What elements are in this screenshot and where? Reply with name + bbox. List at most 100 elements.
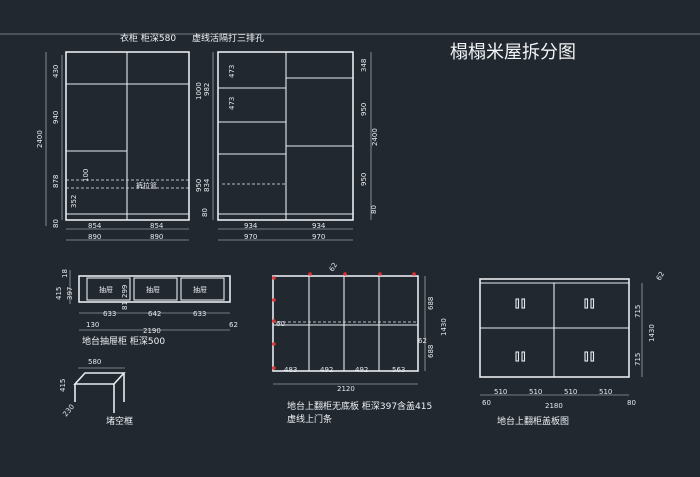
marker — [272, 319, 276, 323]
cabinet2-height-5: 950 — [195, 179, 203, 192]
handle-3 — [584, 298, 589, 309]
drawer-label-1: 抽屉 — [99, 285, 113, 294]
flip-lid-width-3: 510 — [564, 388, 577, 396]
drawer-unit-dim-top: 18 — [61, 269, 69, 278]
frame-width: 580 — [88, 358, 101, 366]
drawer-2 — [133, 277, 178, 301]
drawer-unit-dim-299: 299 — [121, 285, 129, 298]
wardrobe-inner-top: 100 — [82, 169, 90, 182]
wardrobe-caption: 衣柜 柜深580 — [120, 32, 176, 44]
marker — [272, 276, 276, 280]
handle-8 — [590, 351, 595, 362]
wardrobe-height-5: 80 — [52, 219, 60, 228]
cabinet2-drawing: 473 473 1000 982 950 834 80 348 950 950 … — [195, 51, 379, 241]
cabinet2-height-3: 1000 — [195, 82, 203, 100]
flip-lid-drawing: 62 715 1430 715 510 510 510 510 60 80 21… — [479, 270, 666, 427]
drawer-unit-outline — [78, 275, 231, 303]
cabinet2-height-4: 982 — [203, 83, 211, 96]
marker — [272, 342, 276, 346]
frame-drawing: 580 415 230 堵空框 — [59, 358, 133, 427]
marker — [378, 272, 382, 276]
flip-cabinet-mid-dim: 60 — [276, 320, 285, 328]
drawer-width-1: 633 — [103, 310, 116, 318]
drawing-title: 榻榻米屋拆分图 — [450, 42, 576, 63]
cabinet2-right-height-4: 80 — [370, 205, 378, 214]
cabinet2-width-1: 934 — [244, 222, 258, 230]
cabinet2-right-height-2: 950 — [360, 103, 368, 116]
flip-cabinet-width-2: 492 — [320, 366, 333, 374]
flip-cabinet-right-dim-4: 688 — [427, 345, 435, 358]
drawer-unit-drawing: 抽屉 抽屉 抽屉 18 415 397 299 81 633 642 633 1… — [55, 269, 238, 347]
wardrobe-drawing: 衣柜 柜深580 虚线活隔打三排孔 430 940 878 352 80 240… — [36, 32, 264, 241]
wardrobe-height-1: 430 — [52, 65, 60, 78]
wardrobe-width-3: 890 — [88, 233, 101, 241]
wardrobe-drawer-label: 裤拉篮 — [136, 181, 157, 190]
cabinet2-width-3: 970 — [244, 233, 257, 241]
frame-height: 415 — [59, 379, 67, 392]
flip-lid-top-dim: 62 — [655, 270, 666, 282]
flip-lid-total-width: 2180 — [545, 402, 563, 410]
marker — [272, 298, 276, 302]
flip-cabinet-width-1: 483 — [284, 366, 297, 374]
drawer-unit-dim-inner: 397 — [66, 287, 74, 300]
marker — [272, 366, 276, 370]
wardrobe-height-4: 352 — [70, 195, 78, 208]
marker — [412, 272, 416, 276]
wardrobe-note: 虚线活隔打三排孔 — [192, 32, 264, 44]
wardrobe-height-2: 940 — [52, 111, 60, 124]
flip-cabinet-drawing: 62 60 483 492 492 563 688 1430 62 688 21… — [272, 261, 448, 425]
wardrobe-width-4: 890 — [150, 233, 163, 241]
wardrobe-height-3: 878 — [52, 175, 60, 188]
flip-lid-total-height: 1430 — [648, 324, 656, 342]
flip-lid-left-margin: 60 — [482, 399, 491, 407]
cabinet2-right-height-3: 950 — [360, 173, 368, 186]
flip-cabinet-right-dim-3: 62 — [418, 337, 427, 345]
flip-cabinet-total-height: 1430 — [440, 318, 448, 336]
handle-7 — [584, 351, 589, 362]
drawer-unit-right-margin: 62 — [229, 321, 238, 329]
cabinet2-total-height: 2400 — [371, 128, 379, 146]
flip-lid-caption: 地台上翻柜盖板图 — [497, 415, 569, 427]
cabinet2-width-4: 970 — [312, 233, 325, 241]
flip-cabinet-note: 虚线上门条 — [287, 413, 332, 425]
drawer-unit-caption: 地台抽屉柜 柜深500 — [82, 335, 165, 347]
drawer-unit-dim-81: 81 — [121, 301, 129, 310]
handle-5 — [515, 351, 520, 362]
flip-cabinet-right-dim-1: 688 — [427, 297, 435, 310]
handle-4 — [590, 298, 595, 309]
flip-lid-right-dim-1: 715 — [634, 305, 642, 318]
drawer-unit-left-margin: 130 — [86, 321, 99, 329]
handle-1 — [515, 298, 520, 309]
frame-depth: 230 — [61, 403, 76, 418]
cabinet2-height-1: 473 — [228, 65, 236, 78]
flip-cabinet-outline — [272, 275, 419, 372]
flip-cabinet-top-dim: 62 — [328, 261, 339, 273]
drawer-label-2: 抽屉 — [146, 285, 160, 294]
flip-cabinet-total-width: 2120 — [337, 385, 355, 393]
flip-cabinet-caption: 地台上翻柜无底板 柜深397含盖415 — [287, 400, 432, 412]
frame-top — [73, 372, 126, 385]
marker — [343, 272, 347, 276]
cabinet2-height-7: 80 — [201, 208, 209, 217]
wardrobe-total-height: 2400 — [36, 130, 44, 148]
cabinet2-height-2: 473 — [228, 97, 236, 110]
cabinet2-width-2: 934 — [312, 222, 326, 230]
drawer-width-2: 642 — [148, 310, 161, 318]
drawer-label-3: 抽屉 — [193, 285, 207, 294]
drawer-1 — [86, 277, 131, 301]
red-markers — [272, 272, 416, 370]
flip-lid-width-2: 510 — [529, 388, 542, 396]
wardrobe-width-1: 854 — [88, 222, 102, 230]
flip-lid-right-margin: 80 — [627, 399, 636, 407]
cabinet2-height-6: 834 — [203, 178, 211, 192]
marker — [308, 272, 312, 276]
handle-2 — [521, 298, 526, 309]
drawer-unit-dim-height: 415 — [55, 287, 63, 300]
drawer-width-3: 633 — [193, 310, 206, 318]
wardrobe-width-2: 854 — [150, 222, 164, 230]
flip-lid-right-dim-3: 715 — [634, 353, 642, 366]
drawer-3 — [180, 277, 225, 301]
frame-caption: 堵空框 — [106, 415, 133, 427]
cabinet2-right-height-1: 348 — [360, 59, 368, 72]
